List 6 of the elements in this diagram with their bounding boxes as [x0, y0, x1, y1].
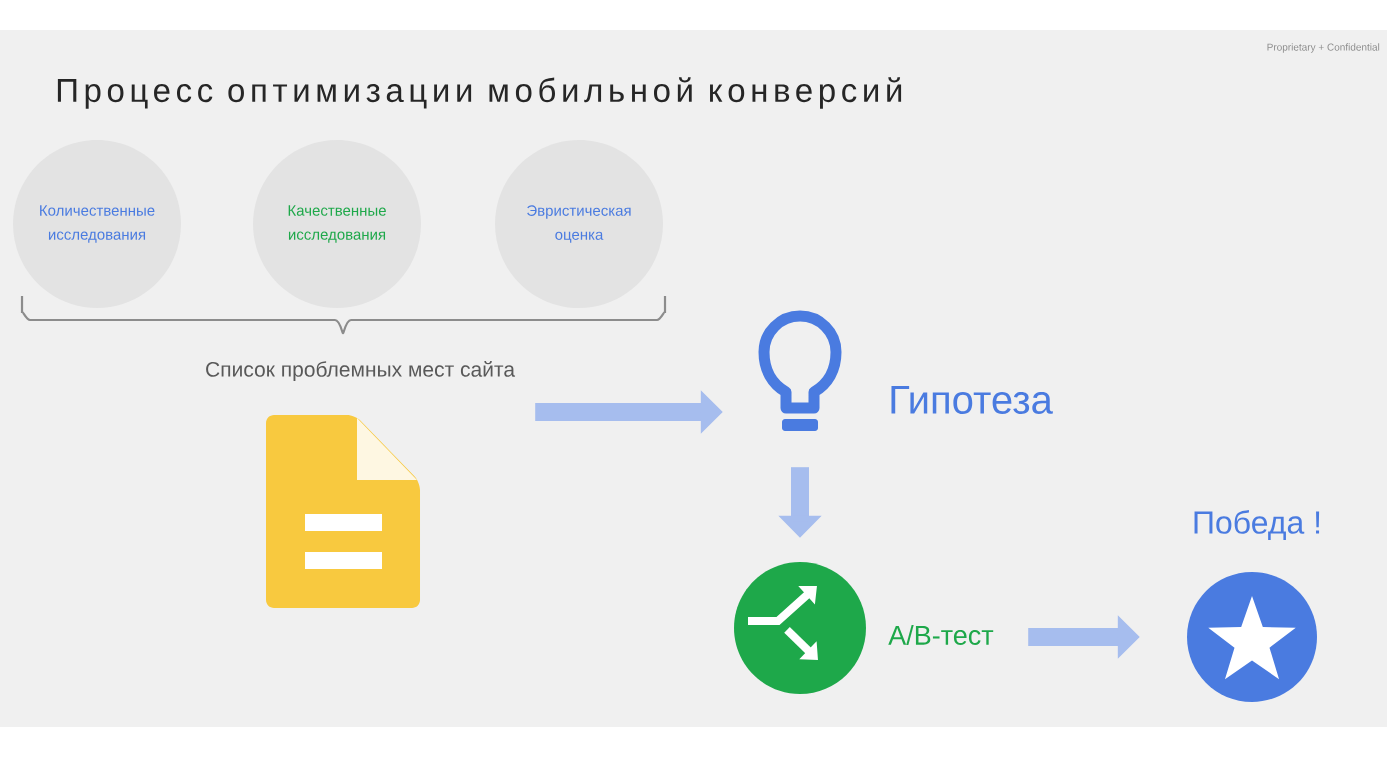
confidential-note: Proprietary + Confidential	[1267, 43, 1380, 53]
ab-test-label: A/B-тест	[888, 625, 994, 645]
victory-label: Победа !	[1194, 510, 1320, 540]
hypothesis-label: Гипотеза	[891, 386, 1053, 414]
list-heading: Список проблемных мест сайта	[206, 361, 516, 381]
slide-title: Процесс оптимизации мобильной конверсий	[57, 77, 902, 109]
